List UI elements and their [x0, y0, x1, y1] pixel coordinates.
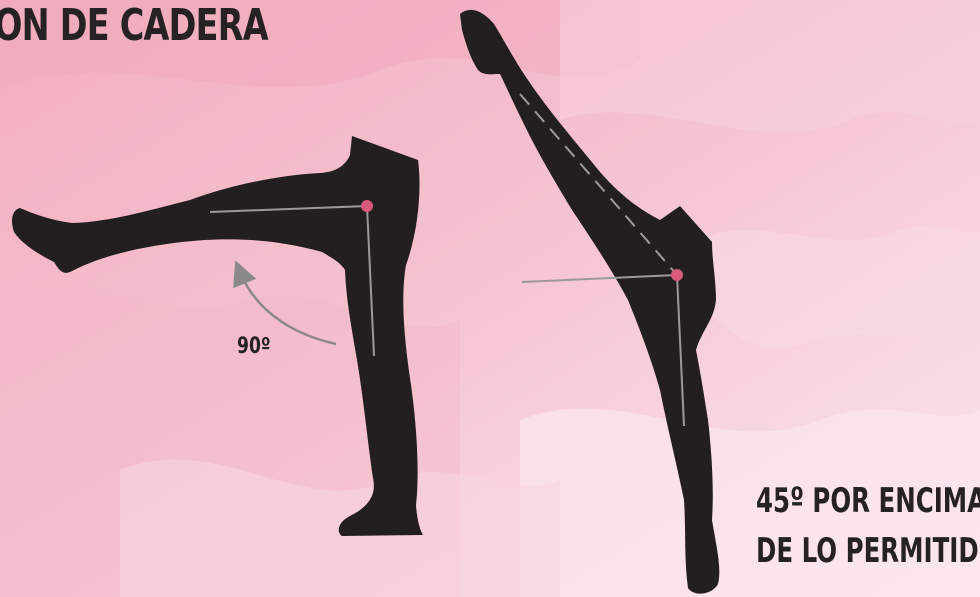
leg-silhouette-90-degrees — [12, 136, 423, 536]
page-title: ON DE CADERA — [0, 0, 268, 56]
leg-silhouette-over-extended — [460, 10, 719, 594]
over-limit-note: 45º POR ENCIMA DE LO PERMITIDO — [756, 476, 980, 576]
hip-joint-dot-right — [671, 269, 683, 281]
note-line-1: 45º POR ENCIMA — [756, 476, 980, 526]
note-line-2: DE LO PERMITIDO — [756, 526, 980, 576]
hip-joint-dot-left — [361, 200, 373, 212]
angle-label: 90º — [237, 334, 271, 360]
